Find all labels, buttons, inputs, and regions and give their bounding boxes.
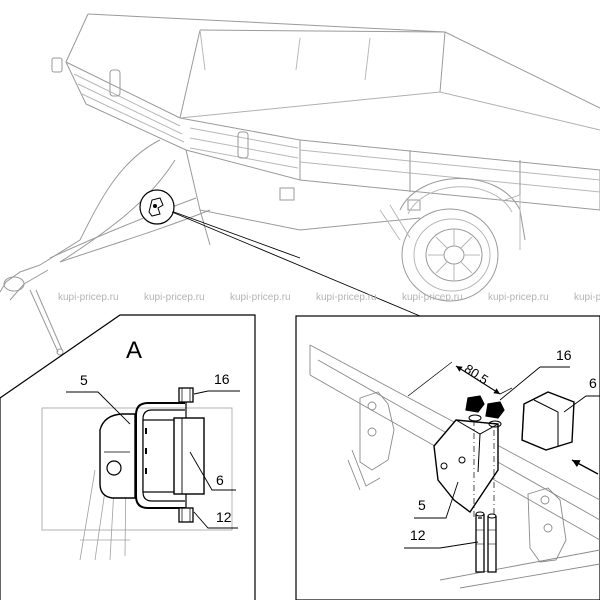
detail-b-callout-16: 16 [556,347,572,363]
support-leg [29,289,63,353]
watermark-text: kupi-pricep.ru [402,292,463,303]
watermark-text: kupi-pricep.ru [230,292,291,303]
front-board [65,29,201,119]
detail-a-callout-12: 12 [216,509,232,525]
detail-b-labels: 80.5 16 6 5 12 [404,347,600,549]
watermark-text: kupi-pricep.ru [574,292,600,303]
detail-a-drawing [41,387,233,561]
bracket-plate [99,413,136,499]
side-board-right [299,139,600,211]
side-board-left [179,117,301,181]
clamp-plate [521,391,575,451]
detail-b-leader [171,211,421,317]
detail-a-callout-16: 16 [214,371,230,387]
wheel [401,208,499,302]
watermark-text: kupi-pricep.ru [488,292,549,303]
clamp-block [173,417,205,495]
detail-a-callout-6: 6 [216,472,224,488]
detail-b-callout-5: 5 [418,497,426,513]
cargo-floor [179,91,600,131]
detail-b-parts [407,361,599,573]
watermark-text: kupi-pricep.ru [316,292,377,303]
watermark-text: kupi-pricep.ru [58,292,119,303]
detail-a-callout-5: 5 [80,372,88,388]
detail-a-labels: A 5 16 6 12 [66,337,240,529]
detail-marker [139,189,301,259]
u-bolt [135,402,185,509]
detail-a-title: A [126,337,142,364]
drawbar [39,139,161,266]
chassis-frame [185,149,421,231]
detail-b-callout-6: 6 [589,375,597,391]
watermark-text: kupi-pricep.ru [144,292,205,303]
u-bolt-rods [475,514,485,573]
fender [399,178,526,241]
detail-b-callout-12: 12 [410,527,426,543]
watermark-strip: kupi-pricep.ru kupi-pricep.ru kupi-pricep.… [58,292,600,303]
angle-bracket [433,419,499,514]
trailer-overview [0,13,600,356]
